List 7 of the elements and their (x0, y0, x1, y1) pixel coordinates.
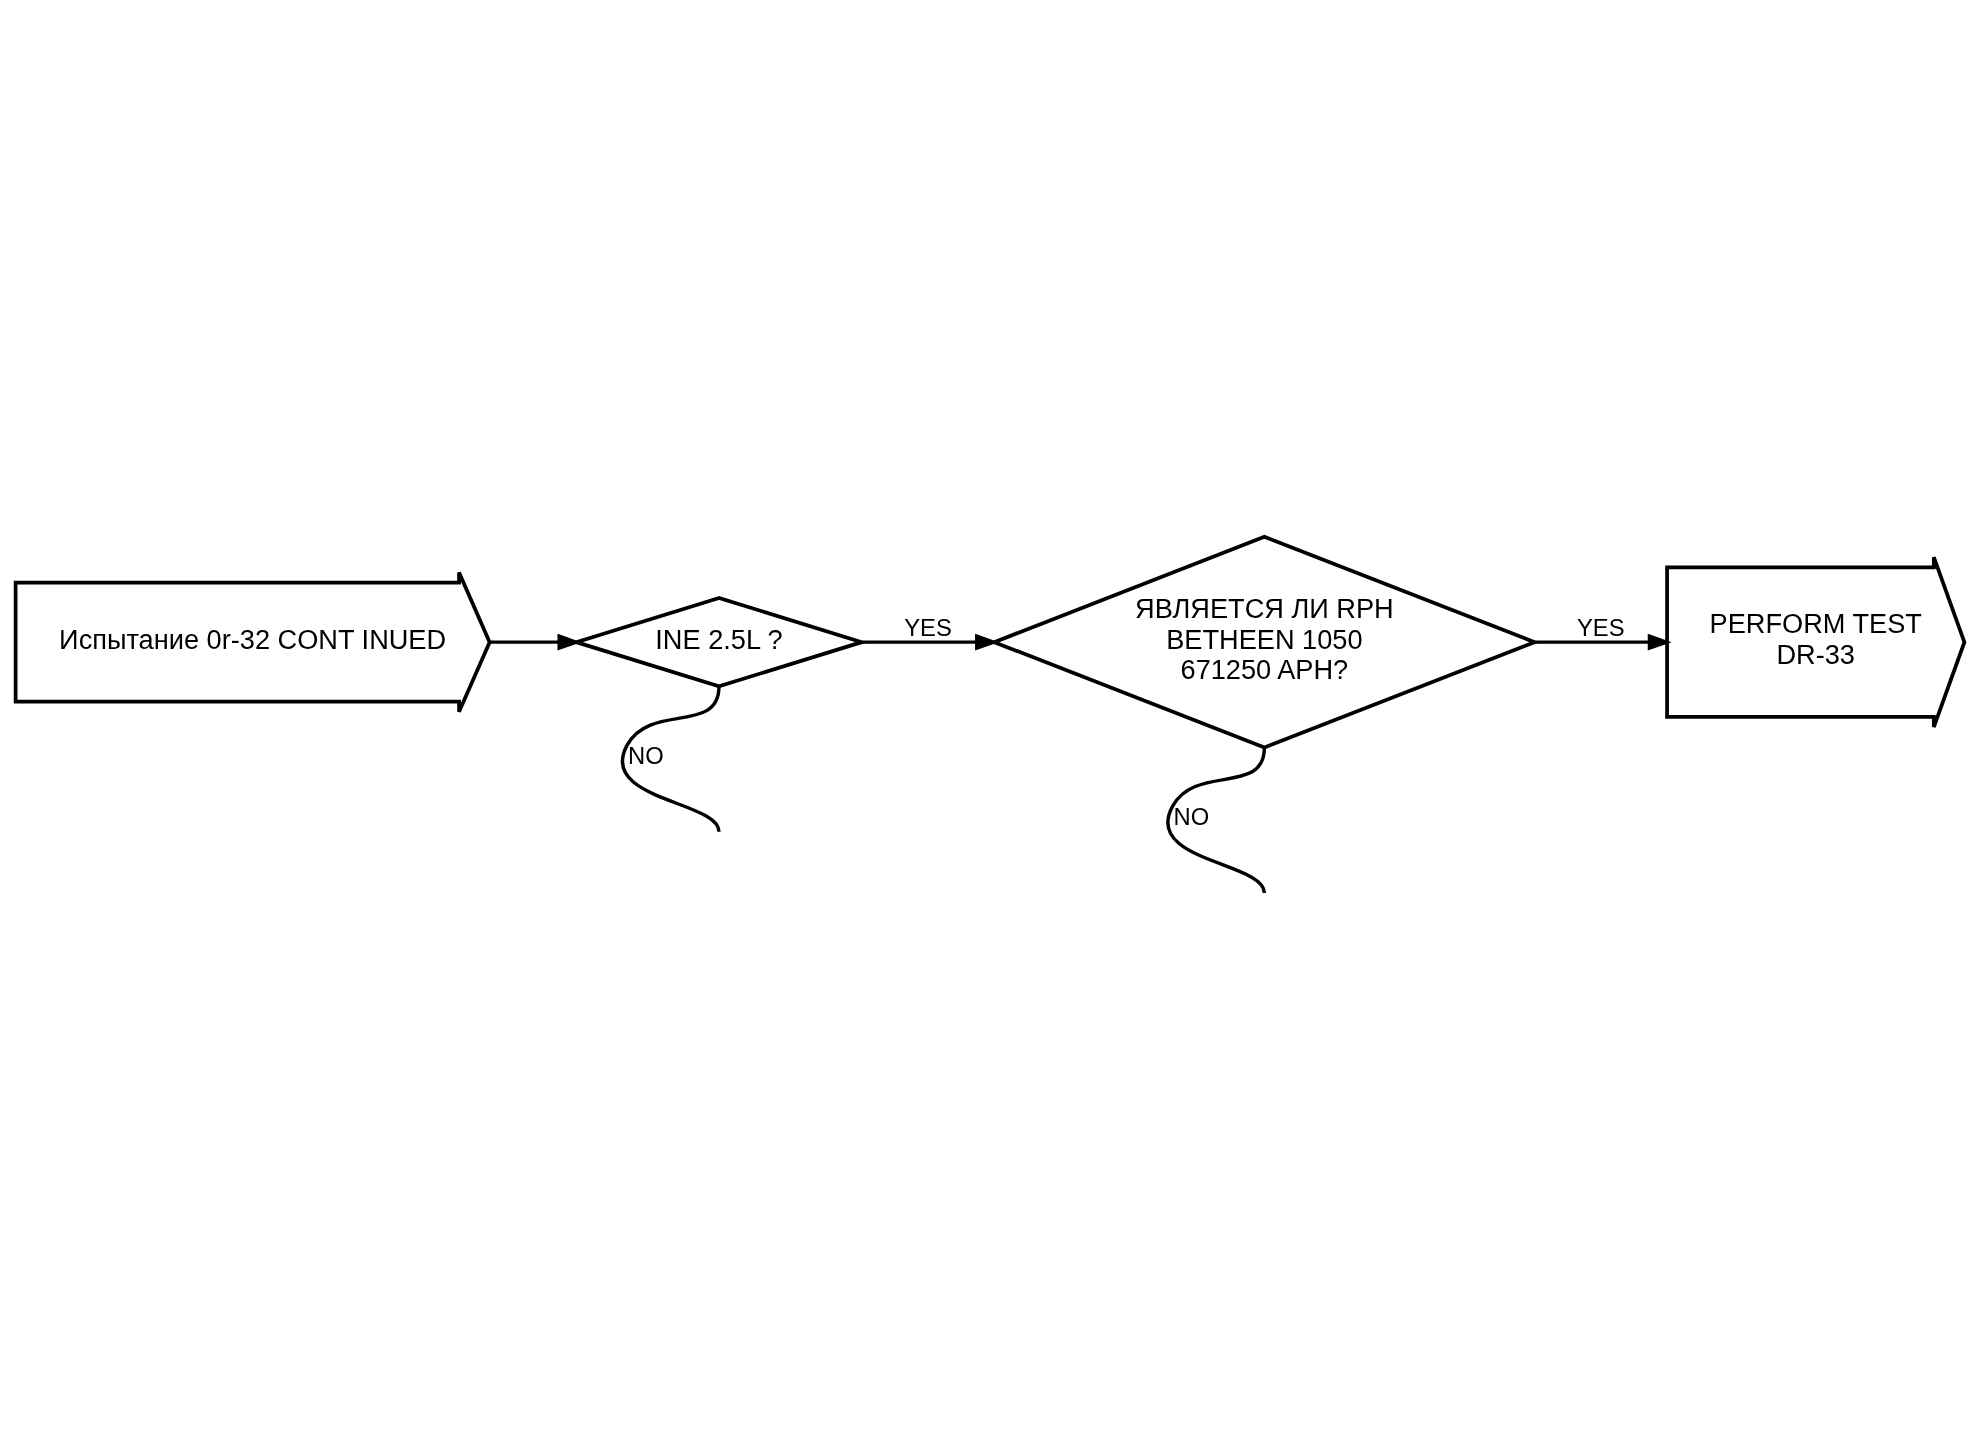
edge-label: YES (1577, 613, 1625, 641)
edge-label: NO (628, 741, 664, 769)
connector (1166, 746, 1267, 893)
arrow (1535, 633, 1672, 650)
connector (621, 685, 721, 832)
edge-label: YES (904, 613, 952, 641)
edge-label: NO (1173, 802, 1210, 830)
